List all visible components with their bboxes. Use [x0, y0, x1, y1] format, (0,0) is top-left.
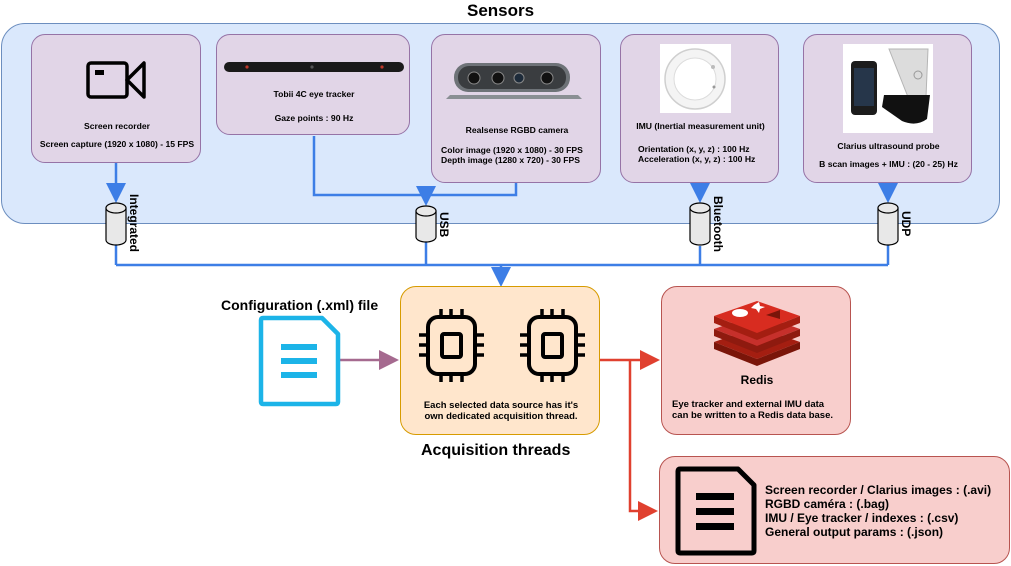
acquisition-title: Acquisition threads: [421, 442, 571, 459]
sensor-detail: Screen capture (1920 x 1080) - 15 FPS: [39, 139, 195, 149]
output-line-1: Screen recorder / Clarius images : (.avi…: [765, 483, 992, 497]
sensor-detail-depth: Depth image (1280 x 720) - 30 FPS: [441, 155, 580, 165]
acquisition-text-1: Each selected data source has it's: [423, 400, 579, 411]
cpu-chip-icon: [520, 309, 585, 382]
sensor-detail: Gaze points : 90 Hz: [274, 113, 354, 123]
sensor-card-clarius: Clarius ultrasound probe B scan images +…: [803, 34, 972, 183]
cpu-icons: [419, 309, 585, 382]
cylinder-integrated: [105, 202, 127, 246]
line-realsense: [416, 183, 518, 206]
conn-label-bluetooth: Bluetooth: [711, 196, 725, 252]
config-label: Configuration (.xml) file: [221, 297, 379, 313]
ultrasound-probe-image: [843, 44, 933, 133]
cylinder-udp: [877, 202, 899, 246]
document-icon-outputs: [675, 466, 757, 556]
line-tobii: [312, 136, 426, 197]
sensor-name: Screen recorder: [84, 121, 150, 131]
line-outputs: [628, 360, 658, 521]
sensors-title: Sensors: [467, 1, 535, 20]
redis-box: Redis Eye tracker and external IMU data …: [661, 286, 851, 435]
eye-tracker-image: [224, 62, 404, 72]
output-line-4: General output params : (.json): [765, 525, 944, 539]
output-line-3: IMU / Eye tracker / indexes : (.csv): [765, 511, 959, 525]
imu-image: [660, 44, 731, 113]
acquisition-box: Each selected data source has it's own d…: [400, 286, 600, 435]
cpu-chip-icon: [419, 309, 484, 382]
sensor-name: Clarius ultrasound probe: [837, 141, 940, 151]
sensor-detail-acceleration: Acceleration (x, y, z) : 100 Hz: [638, 154, 756, 164]
sensor-name: Tobii 4C eye tracker: [273, 89, 355, 99]
acquisition-text-2: own dedicated acquisition thread.: [424, 411, 578, 422]
cylinder-usb: [415, 205, 437, 243]
redis-text-1: Eye tracker and external IMU data: [672, 399, 825, 410]
sensor-card-imu: IMU (Inertial measurement unit) Orientat…: [620, 34, 779, 183]
sensor-detail: B scan images + IMU : (20 - 25) Hz: [819, 159, 958, 169]
sensor-detail-orientation: Orientation (x, y, z) : 100 Hz: [638, 144, 750, 154]
redis-logo-icon: [714, 301, 800, 366]
cylinder-bluetooth: [689, 202, 711, 246]
redis-title: Redis: [740, 373, 774, 387]
sensor-name: IMU (Inertial measurement unit): [636, 121, 765, 131]
output-line-2: RGBD caméra : (.bag): [765, 497, 890, 511]
sensor-detail-color: Color image (1920 x 1080) - 30 FPS: [441, 145, 583, 155]
conn-label-udp: UDP: [899, 211, 913, 237]
sensor-name: Realsense RGBD camera: [465, 125, 569, 135]
sensor-card-realsense: Realsense RGBD camera Color image (1920 …: [431, 34, 601, 183]
conn-label-usb: USB: [437, 212, 451, 238]
conn-label-integrated: Integrated: [127, 194, 141, 253]
sensor-card-tobii: Tobii 4C eye tracker Gaze points : 90 Hz: [216, 34, 410, 135]
rgbd-camera-image: [446, 63, 582, 99]
redis-text-2: can be written to a Redis data base.: [672, 410, 834, 421]
video-camera-icon: [86, 61, 146, 99]
outputs-box: Screen recorder / Clarius images : (.avi…: [659, 456, 1010, 564]
sensor-card-screen-recorder: Screen recorder Screen capture (1920 x 1…: [31, 34, 201, 163]
